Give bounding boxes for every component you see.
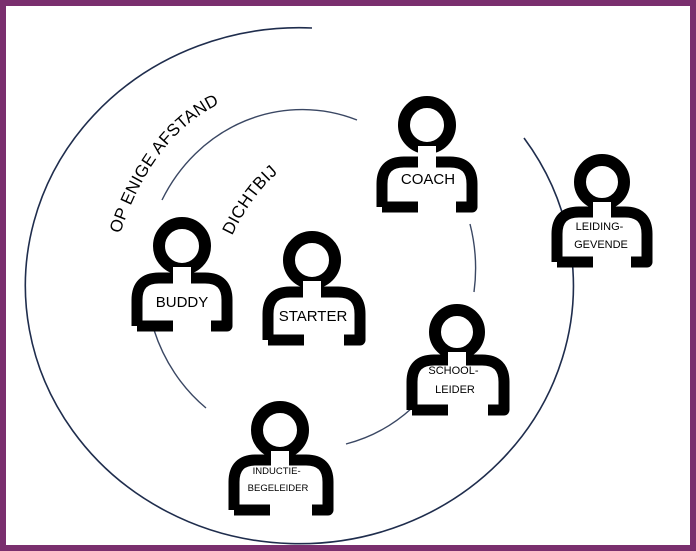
label-leidinggevende: LEIDING- GEVENDE: [574, 221, 628, 251]
person-starter-head: [283, 231, 341, 289]
person-schoolleider-neck: [448, 352, 466, 366]
person-buddy-head: [153, 217, 211, 275]
label-schoolleider: SCHOOL- LEIDER: [428, 365, 481, 396]
person-buddy-neck: [173, 267, 191, 284]
person-schoolleider-head: [429, 304, 485, 360]
person-leidinggevende-head: [574, 154, 630, 210]
person-schoolleider-body: [406, 354, 510, 416]
person-coach-head: [398, 96, 456, 154]
person-starter-neck: [303, 281, 321, 298]
label-buddy: BUDDY: [156, 294, 209, 311]
person-starter: [262, 231, 366, 346]
person-inductiebegeleider-neck: [271, 451, 289, 466]
person-coach: [376, 96, 478, 213]
person-leidinggevende-body: [551, 206, 653, 268]
person-inductiebegeleider-head: [251, 401, 309, 459]
outer-ring: [24, 26, 575, 545]
inner-ring: [153, 108, 477, 445]
person-starter-body: [262, 286, 366, 346]
person-buddy: [131, 217, 233, 332]
diagram-canvas: OP ENIGE AFSTAND DICHTBIJ COACH LEIDING-…: [24, 26, 653, 545]
label-starter: STARTER: [279, 308, 348, 325]
label-inductiebegeleider: INDUCTIE- BEGELEIDER: [248, 466, 309, 494]
person-coach-neck: [418, 146, 436, 168]
person-buddy-body: [131, 272, 233, 332]
person-leidinggevende-neck: [593, 202, 611, 218]
outer-ring-label: OP ENIGE AFSTAND: [106, 90, 222, 235]
person-schoolleider: [406, 304, 510, 416]
person-leidinggevende: [551, 154, 653, 268]
label-coach: COACH: [401, 171, 455, 188]
inner-ring-label: DICHTBIJ: [219, 161, 281, 237]
person-inductiebegeleider-body: [228, 454, 334, 516]
person-coach-body: [376, 156, 478, 213]
person-inductiebegeleider: [228, 401, 334, 516]
